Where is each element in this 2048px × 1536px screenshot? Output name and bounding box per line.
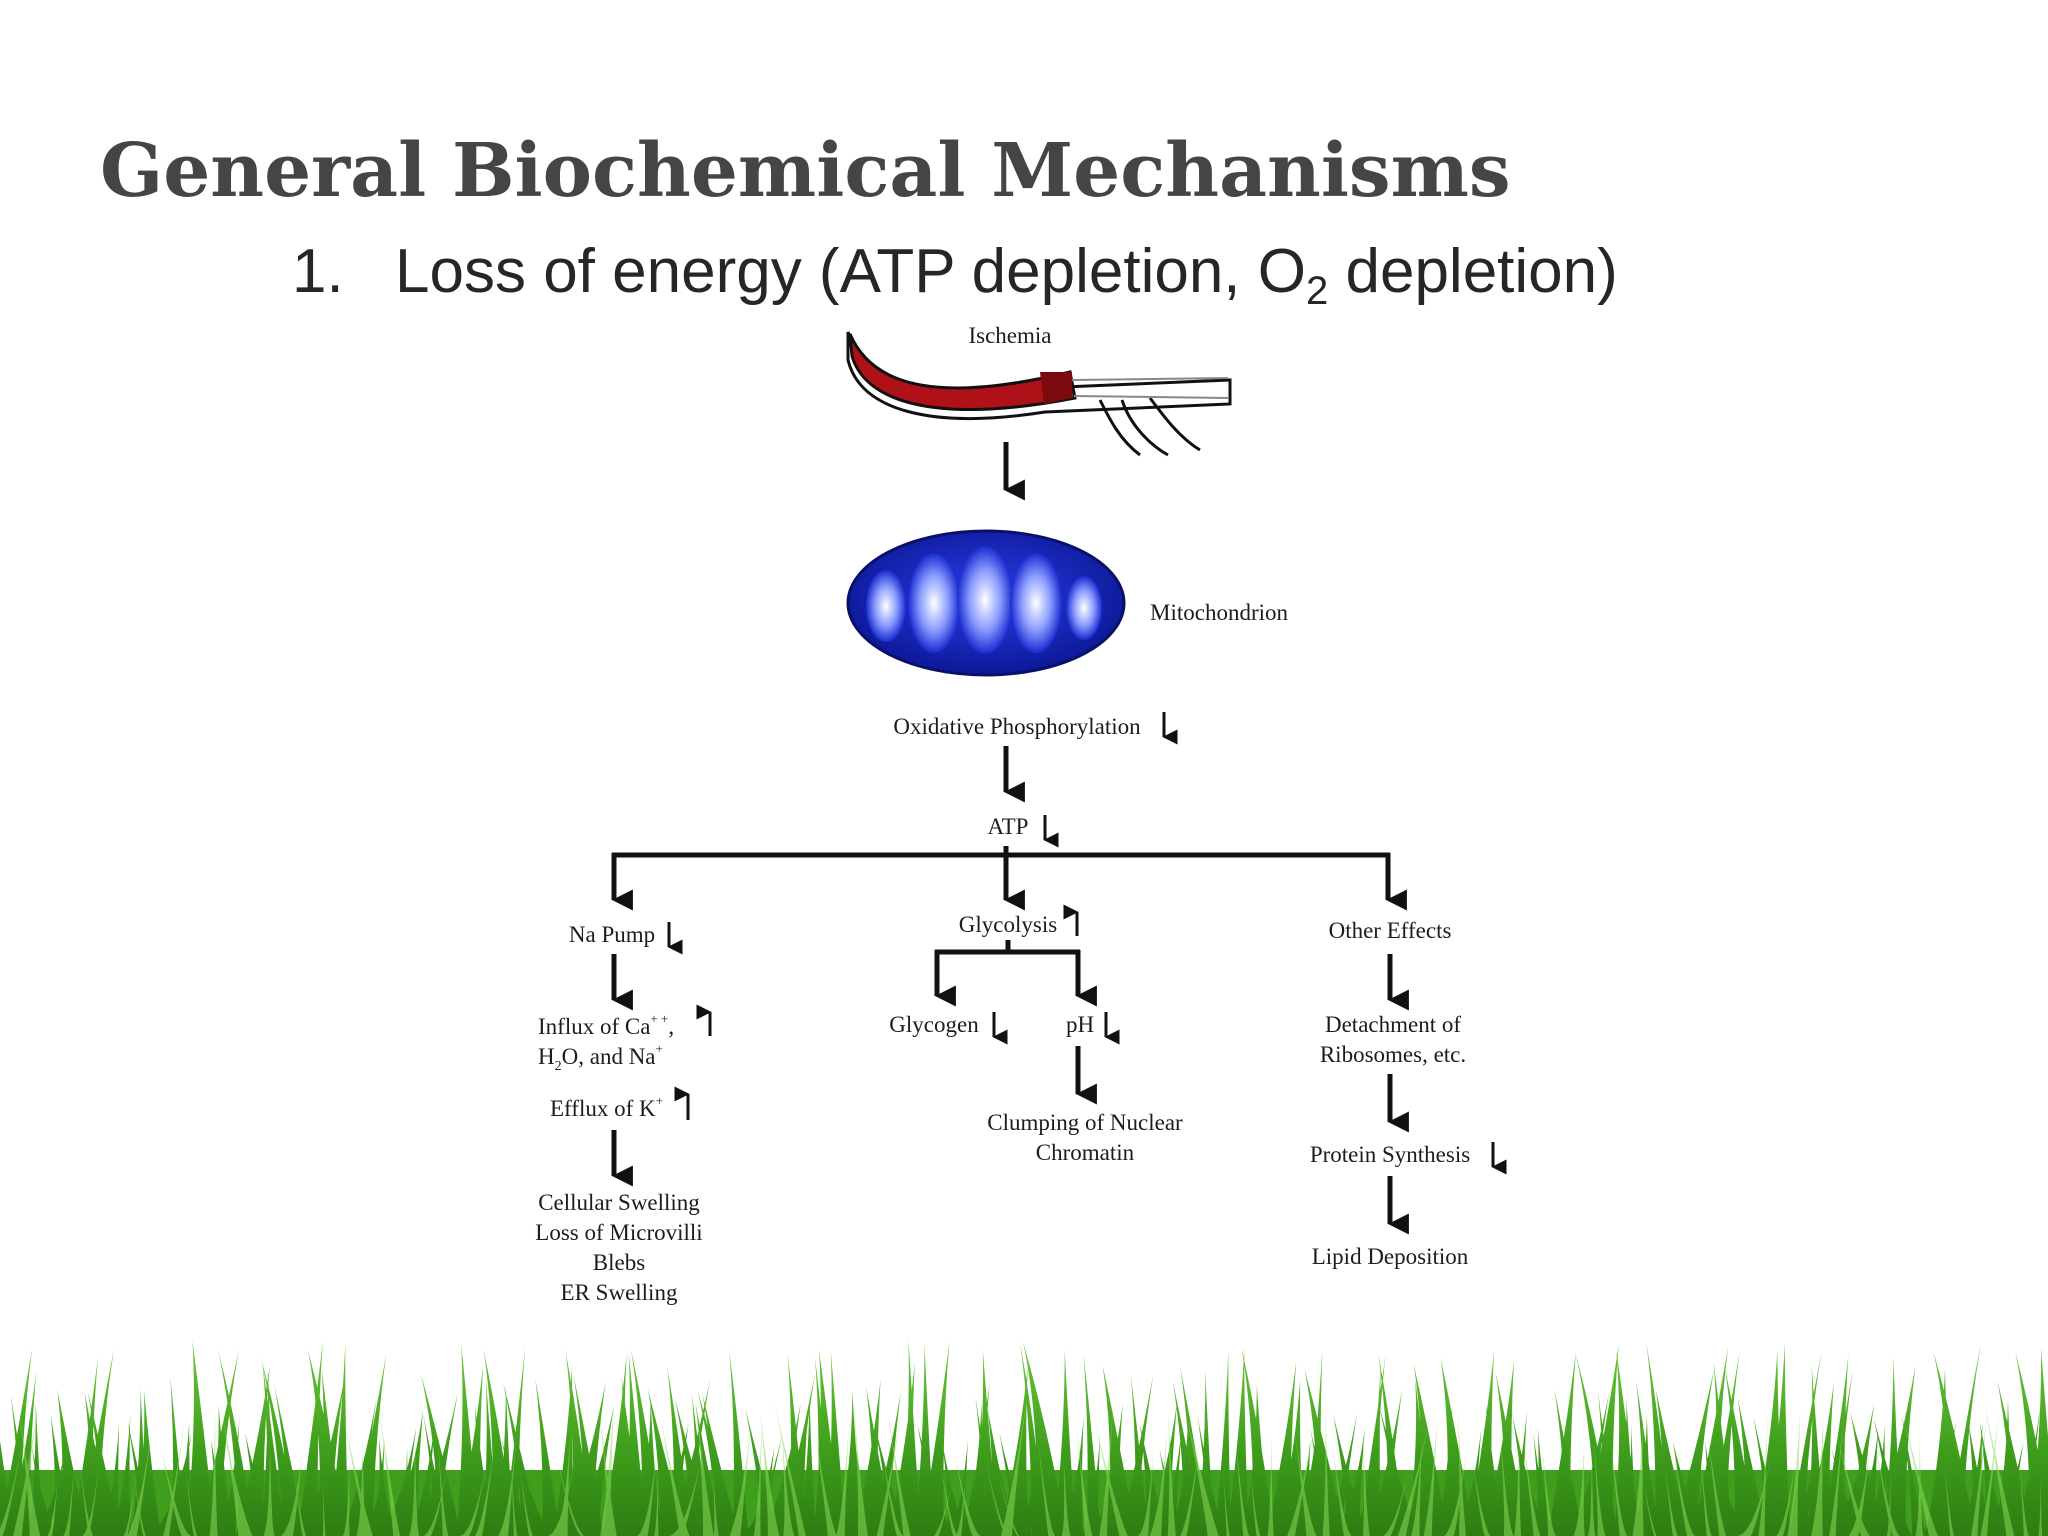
bullet-number: 1.	[292, 237, 344, 306]
ischemia-vessel-illustration	[846, 331, 1232, 457]
oxidative-phosphorylation-label: Oxidative Phosphorylation	[893, 714, 1141, 739]
ischemia-label: Ischemia	[968, 323, 1051, 348]
bullet-point: 1. Loss of energy (ATP depletion, O2 depl…	[292, 236, 1618, 314]
blebs-label: Blebs	[593, 1250, 645, 1275]
glycolysis-label: Glycolysis	[959, 912, 1057, 937]
protein-synthesis-label: Protein Synthesis	[1310, 1142, 1470, 1167]
atp-label: ATP	[988, 814, 1029, 839]
detachment-label: Detachment of	[1325, 1012, 1461, 1037]
branch-connector	[612, 846, 1390, 858]
loss-of-microvilli-label: Loss of Microvilli	[535, 1220, 702, 1245]
mitochondrion-illustration	[846, 529, 1126, 677]
mitochondrion-label: Mitochondrion	[1150, 600, 1288, 625]
na-pump-label: Na Pump	[569, 922, 655, 947]
other-effects-label: Other Effects	[1329, 918, 1452, 943]
ribosomes-label: Ribosomes, etc.	[1320, 1042, 1466, 1067]
cellular-swelling-label: Cellular Swelling	[538, 1190, 700, 1215]
chromatin-label: Chromatin	[1036, 1140, 1135, 1165]
bullet-text-start: Loss of energy (ATP depletion, O	[395, 237, 1306, 306]
clumping-label: Clumping of Nuclear	[987, 1110, 1183, 1135]
bullet-subscript: 2	[1306, 269, 1329, 313]
efflux-label: Efflux of K+	[550, 1093, 663, 1121]
glycolysis-branch-connector	[935, 940, 1080, 955]
glycogen-label: Glycogen	[889, 1012, 979, 1037]
influx-line-two: H2O, and Na+	[538, 1041, 663, 1074]
slide-title: General Biochemical Mechanisms	[100, 128, 1511, 214]
influx-label: Influx of Ca+ +,	[538, 1011, 674, 1039]
grass-border-decoration	[0, 1340, 2048, 1536]
er-swelling-label: ER Swelling	[561, 1280, 678, 1305]
bullet-text-end: depletion)	[1328, 237, 1618, 306]
lipid-deposition-label: Lipid Deposition	[1312, 1244, 1469, 1269]
ph-label: pH	[1066, 1012, 1094, 1037]
